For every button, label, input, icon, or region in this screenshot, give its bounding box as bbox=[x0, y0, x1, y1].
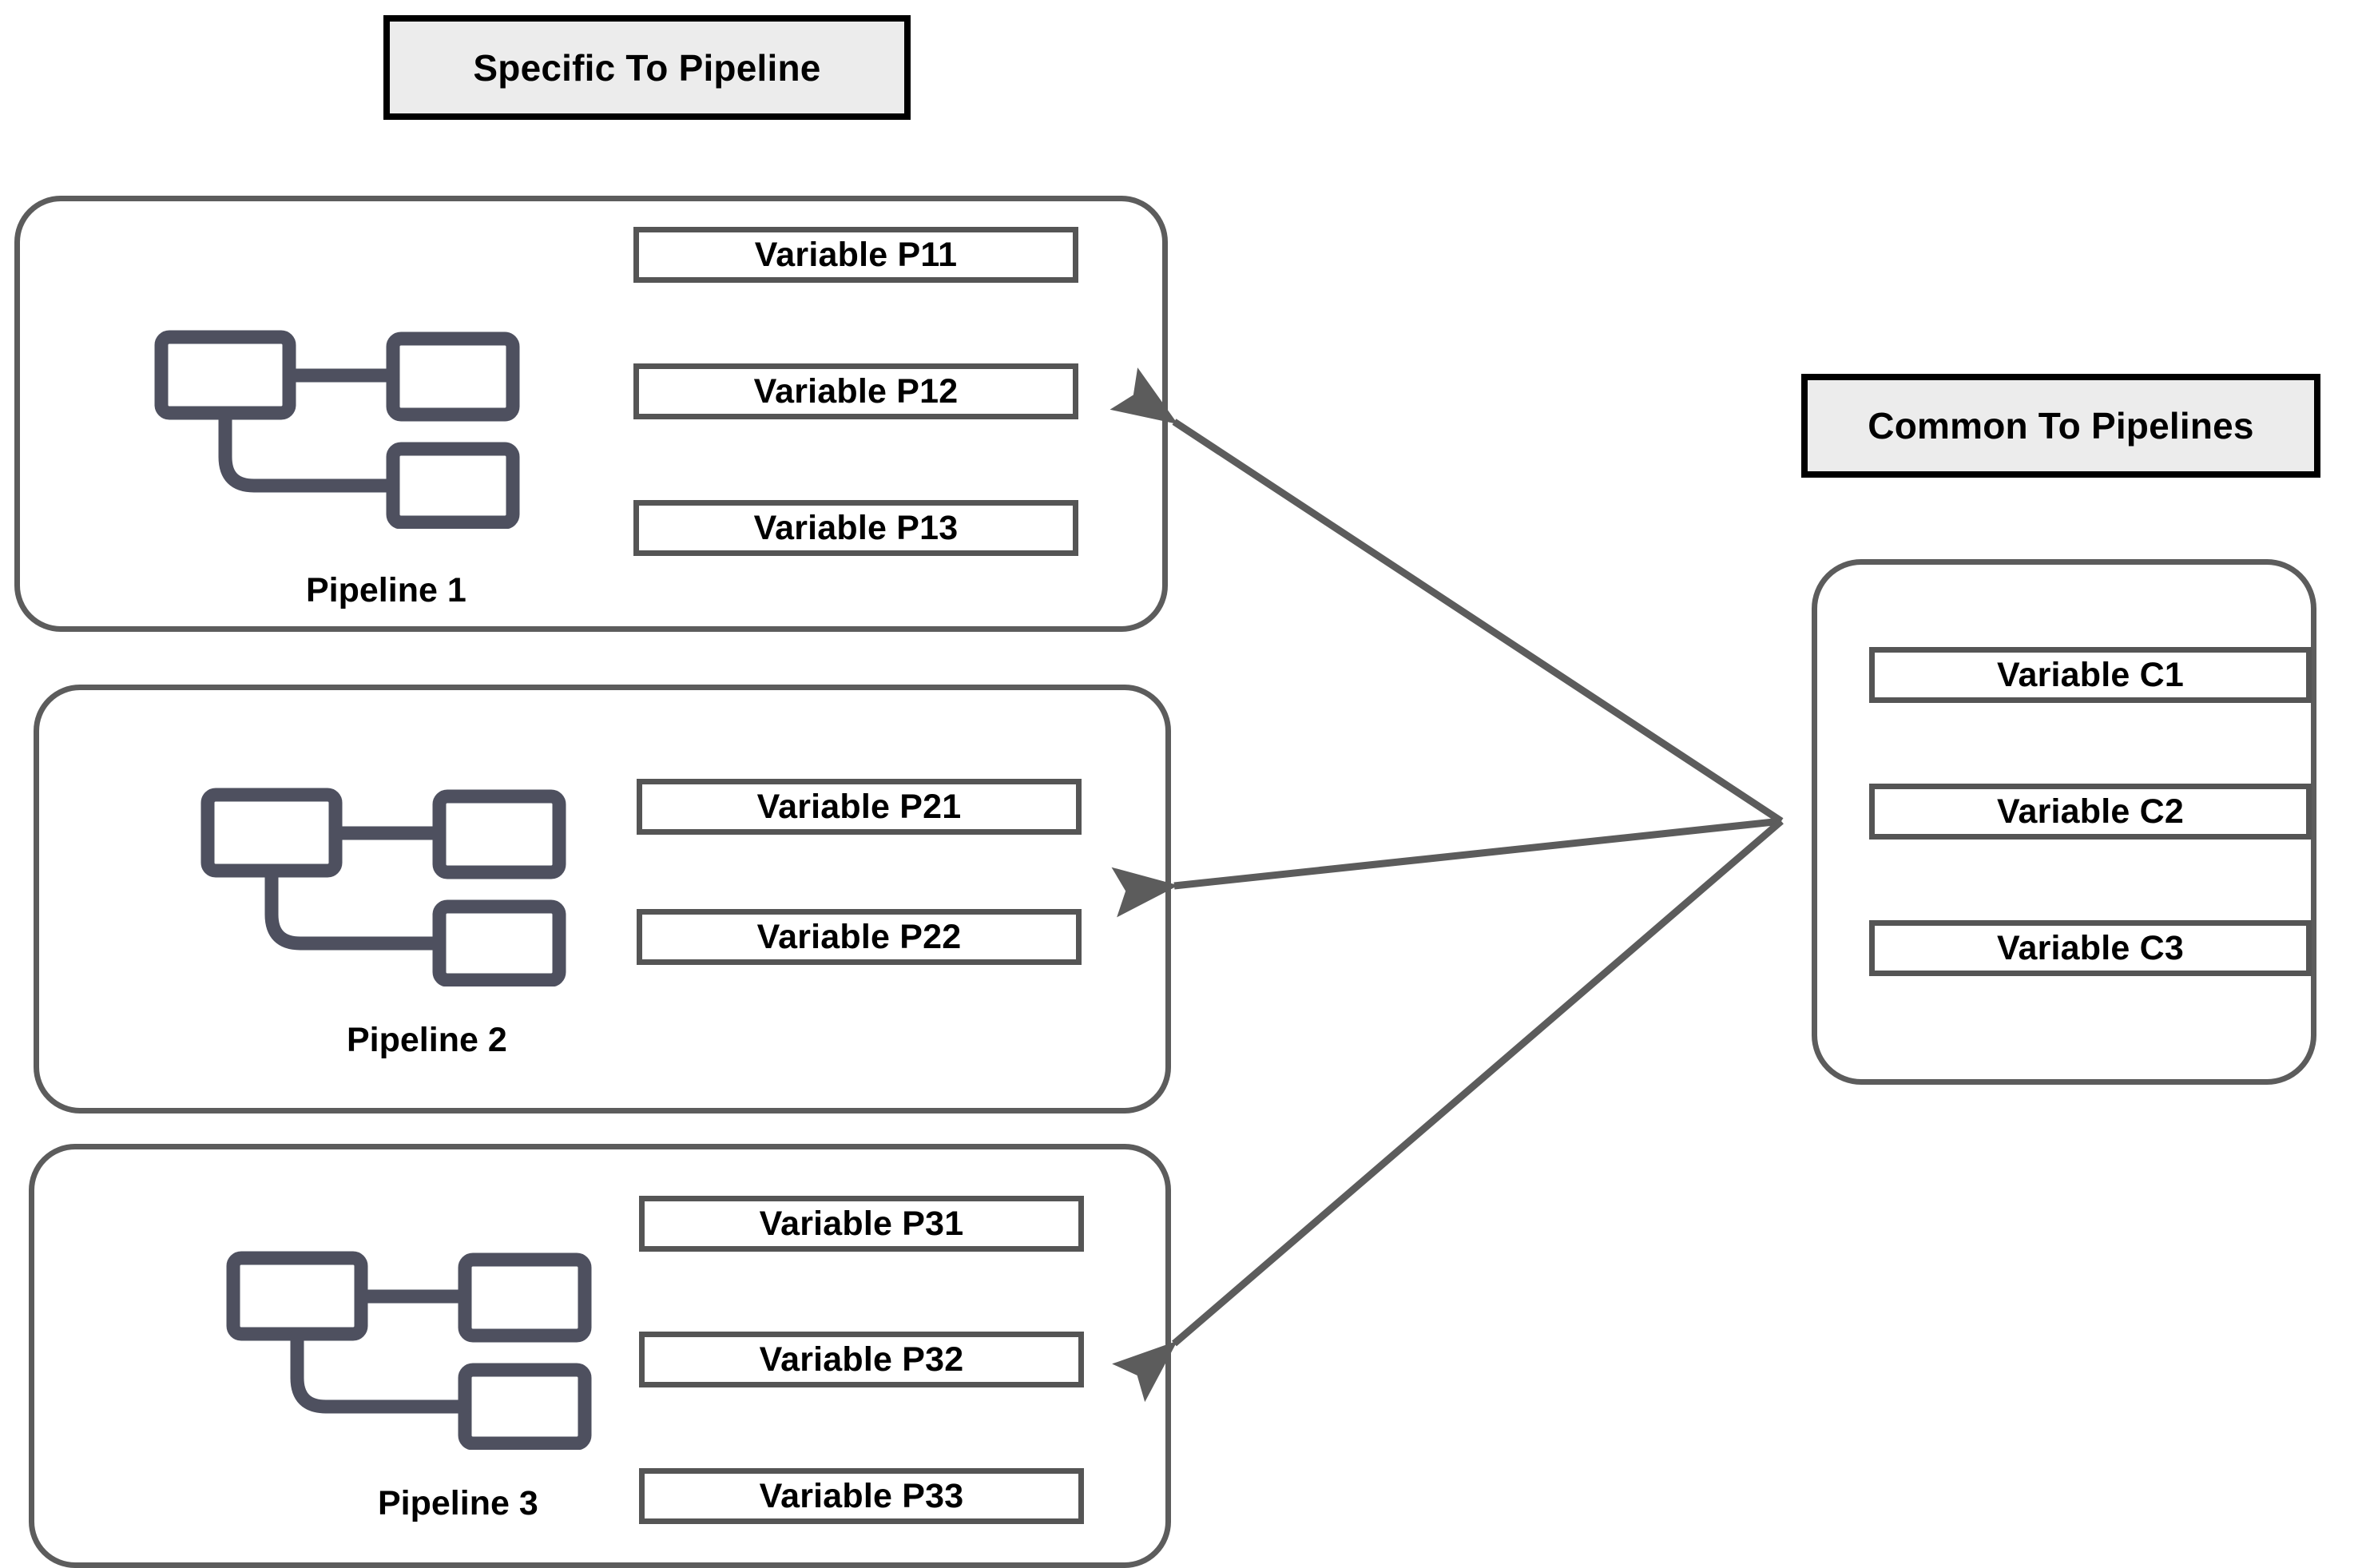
pipeline-flow-icon bbox=[154, 330, 520, 529]
variable-box[interactable]: Variable P13 bbox=[633, 500, 1078, 556]
pipeline-label: Pipeline 1 bbox=[306, 571, 466, 609]
arrow-to-pipeline-2 bbox=[1111, 817, 1782, 918]
variable-box[interactable]: Variable P22 bbox=[637, 909, 1082, 965]
pipeline-label: Pipeline 2 bbox=[347, 1021, 507, 1059]
variable-box[interactable]: Variable C1 bbox=[1869, 647, 2312, 703]
variable-box[interactable]: Variable P12 bbox=[633, 363, 1078, 419]
variable-box[interactable]: Variable P33 bbox=[639, 1468, 1084, 1524]
legend-common-to-pipelines: Common To Pipelines bbox=[1801, 374, 2320, 478]
pipeline-label: Pipeline 3 bbox=[378, 1484, 538, 1522]
legend-specific-to-pipeline: Specific To Pipeline bbox=[383, 15, 911, 120]
variable-box[interactable]: Variable P31 bbox=[639, 1196, 1084, 1252]
variable-box[interactable]: Variable C3 bbox=[1869, 920, 2312, 976]
pipeline-flow-icon bbox=[200, 788, 566, 986]
variable-box[interactable]: Variable P11 bbox=[633, 227, 1078, 283]
arrow-to-pipeline-3 bbox=[1112, 818, 1784, 1403]
pipeline-card-2[interactable] bbox=[34, 685, 1171, 1113]
variable-box[interactable]: Variable P32 bbox=[639, 1332, 1084, 1387]
variable-box[interactable]: Variable P21 bbox=[637, 779, 1082, 835]
arrow-to-pipeline-1 bbox=[1110, 367, 1784, 824]
pipeline-flow-icon bbox=[226, 1251, 592, 1450]
variable-box[interactable]: Variable C2 bbox=[1869, 784, 2312, 840]
